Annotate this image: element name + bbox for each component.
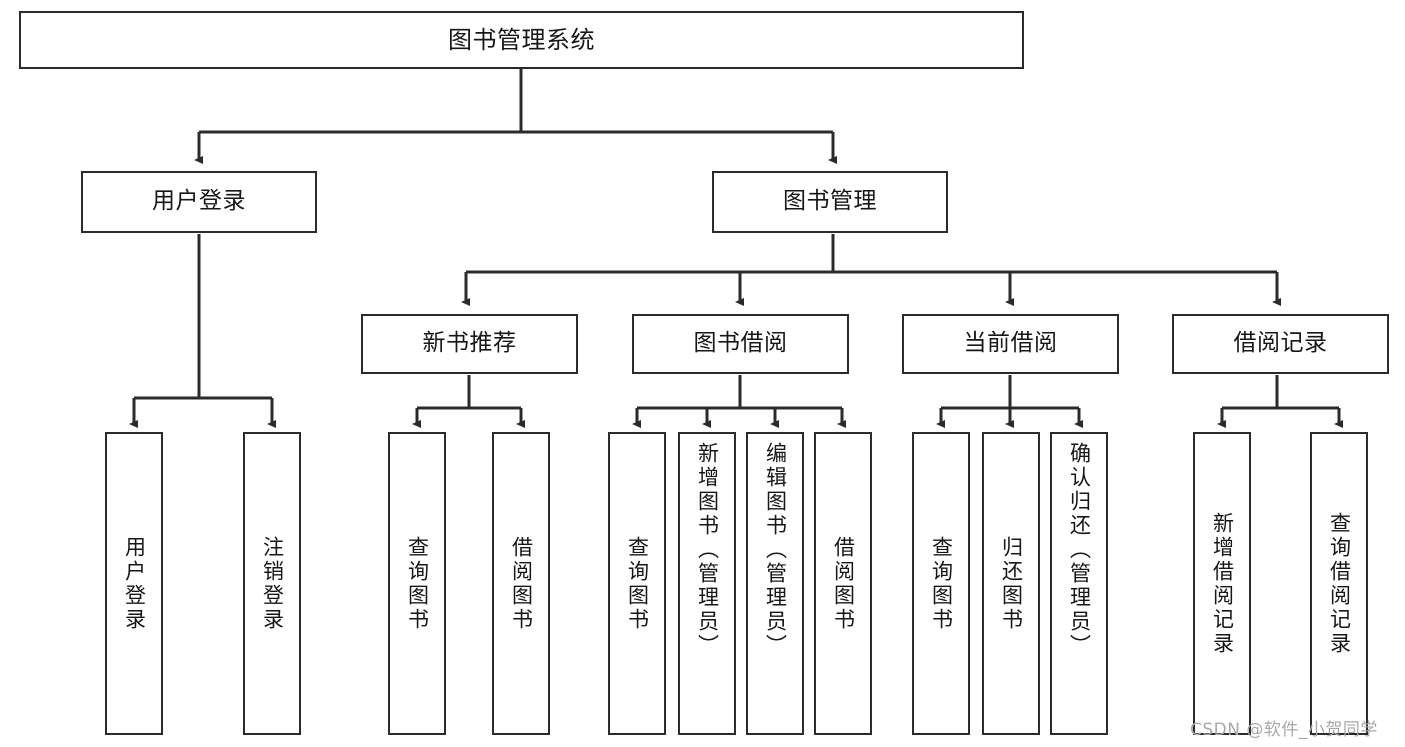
- node-label: 借阅图书: [509, 535, 534, 632]
- leaf-user-login-login[interactable]: 用户登录: [105, 432, 163, 735]
- node-label: 当前借阅: [963, 330, 1058, 357]
- node-label: 归还图书: [999, 535, 1024, 632]
- node-label: 新增图书（管理员）: [695, 442, 720, 658]
- leaf-book-borrow-query-book[interactable]: 查询图书: [608, 432, 666, 735]
- leaf-borrow-record-add-record[interactable]: 新增借阅记录: [1193, 432, 1251, 735]
- node-label: 查询借阅记录: [1327, 511, 1352, 656]
- node-new-book-recommend[interactable]: 新书推荐: [361, 314, 578, 374]
- node-user-login[interactable]: 用户登录: [81, 171, 317, 233]
- node-label: 确认归还（管理员）: [1067, 442, 1092, 658]
- node-label: 查询图书: [929, 535, 954, 632]
- leaf-current-borrow-return-book[interactable]: 归还图书: [982, 432, 1040, 735]
- leaf-user-login-logout[interactable]: 注销登录: [243, 432, 301, 735]
- node-label: 用户登录: [122, 535, 147, 632]
- leaf-book-borrow-add-book-admin[interactable]: 新增图书（管理员）: [678, 432, 736, 735]
- leaf-book-borrow-edit-book-admin[interactable]: 编辑图书（管理员）: [746, 432, 804, 735]
- node-root-book-management-system[interactable]: 图书管理系统: [19, 11, 1024, 69]
- node-book-borrow[interactable]: 图书借阅: [632, 314, 849, 374]
- node-label: 编辑图书（管理员）: [763, 442, 788, 658]
- leaf-book-borrow-borrow-book[interactable]: 借阅图书: [814, 432, 872, 735]
- node-book-management[interactable]: 图书管理: [712, 171, 948, 233]
- node-current-borrow[interactable]: 当前借阅: [902, 314, 1119, 374]
- node-label: 图书管理: [783, 188, 877, 215]
- node-label: 借阅图书: [831, 535, 856, 632]
- node-label: 查询图书: [625, 535, 650, 632]
- node-label: 查询图书: [405, 535, 430, 632]
- node-label: 用户登录: [152, 188, 246, 215]
- csdn-watermark: CSDN @软件_小贺同学: [1190, 720, 1378, 740]
- node-borrow-record[interactable]: 借阅记录: [1172, 314, 1389, 374]
- node-label: 新增借阅记录: [1210, 511, 1235, 656]
- leaf-current-borrow-query-book[interactable]: 查询图书: [912, 432, 970, 735]
- leaf-new-book-borrow-book[interactable]: 借阅图书: [492, 432, 550, 735]
- node-label: 借阅记录: [1233, 330, 1328, 357]
- node-label: 图书借阅: [693, 330, 788, 357]
- node-label: 图书管理系统: [448, 25, 595, 54]
- leaf-new-book-query-book[interactable]: 查询图书: [388, 432, 446, 735]
- leaf-borrow-record-query-record[interactable]: 查询借阅记录: [1310, 432, 1368, 735]
- leaf-current-borrow-confirm-return-admin[interactable]: 确认归还（管理员）: [1050, 432, 1108, 735]
- node-label: 新书推荐: [422, 330, 517, 357]
- node-label: 注销登录: [260, 535, 285, 632]
